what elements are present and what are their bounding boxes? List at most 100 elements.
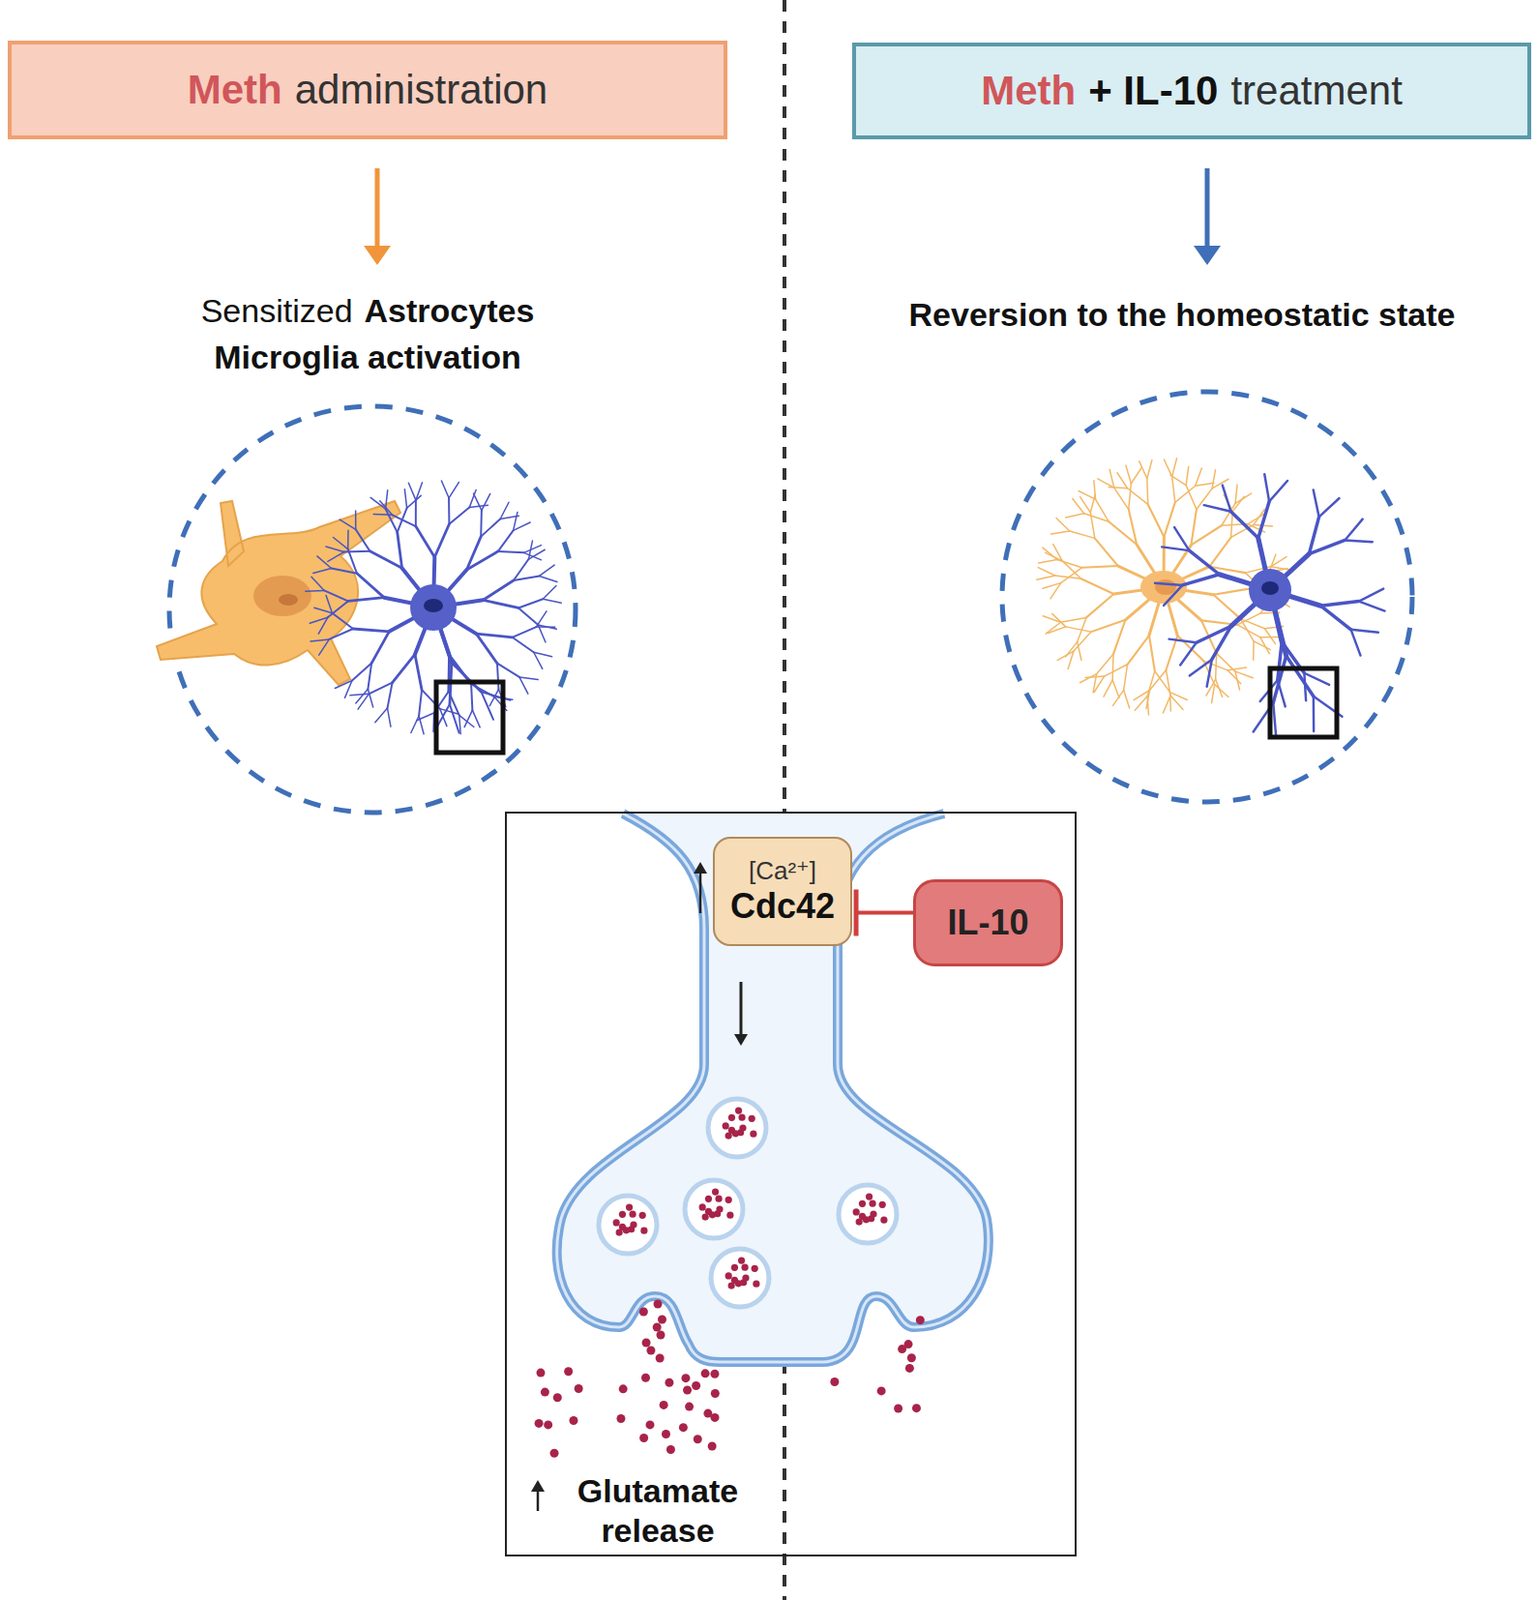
cell-process [355,688,369,704]
cell-process [497,663,499,690]
cell-process [538,564,555,576]
increase-arrow [699,869,703,914]
cell-process [1149,635,1155,672]
cell-process [1170,474,1186,486]
cell-process [473,493,482,511]
cell-process [1147,696,1149,715]
cell-process [1130,468,1142,484]
cell-process [440,709,459,714]
cell-process [1148,503,1165,537]
cell-process [1042,583,1062,590]
glutamate-dot [639,1433,649,1443]
cell-process [1056,517,1070,532]
glutamate-dot [616,1414,625,1423]
astrocyte-homeostatic [1036,458,1294,715]
cell-process [1185,466,1189,485]
glutamate-dot [749,1130,757,1138]
glutamate-dot [666,1445,676,1454]
cell-process [344,550,371,554]
cell-process [1113,620,1125,654]
cell-process [518,598,543,608]
cell-process [1237,624,1261,638]
glutamate-dot [568,1416,578,1425]
glutamate-dot [639,1212,647,1219]
cell-process [1147,460,1153,479]
vesicle [684,1180,743,1239]
cell-process [475,633,512,638]
signal-arrow-head [734,1034,748,1046]
node-text: [Ca²⁺] [748,856,817,887]
cell-process [1216,652,1236,672]
cell-process [448,481,459,498]
cell-process [1188,550,1219,575]
cell-process [1169,692,1172,711]
cell-process [1123,689,1130,708]
glutamate-dot [905,1363,915,1373]
glutamate-dot [731,1276,739,1284]
node-text: Meth [980,67,1076,115]
cell-process [448,507,470,525]
cell-process [498,530,514,552]
cell-process [519,677,529,694]
cell-process [518,607,538,625]
glutamate-dot [563,1366,573,1376]
cell-process [350,693,369,696]
cell-process [1163,585,1183,606]
cell-process [471,683,473,710]
cell-process [1252,641,1255,660]
cell-process [356,573,385,598]
signal-arrow [739,981,743,1038]
cell-process [1065,626,1092,632]
cell-process [331,613,354,629]
node-text: treatment [1230,67,1402,115]
signal-box: [Ca²⁺]Cdc42 [712,836,853,947]
flow-arrow-head [1193,245,1221,266]
glutamate-dot [858,1200,866,1208]
cell-process [357,693,369,710]
caption-line: Microglia activation [213,338,521,377]
glutamate-dot [893,1404,903,1414]
cell-process [397,532,403,568]
cell-process [1073,631,1092,651]
cell-process [1212,589,1249,595]
inhibition-line [856,911,914,916]
glutamate-dot [679,1422,688,1432]
cell-process [1065,513,1085,518]
inhibition-bar [854,889,859,937]
cell-process [1146,478,1149,505]
cell-process [1037,567,1056,576]
cell-process [519,677,538,681]
glutamate-dot [653,1300,663,1309]
cell-process [1069,531,1095,538]
cell-process [1172,476,1176,503]
cell-process [1253,641,1271,651]
cell-process [411,715,419,734]
glutamate-dot [701,1368,710,1378]
zoom-square [1270,668,1337,738]
glutamate-dot [708,1442,717,1451]
cell-process [1195,468,1203,486]
glutamate-dot [728,1114,736,1122]
glutamate-dot [693,1434,703,1444]
treatment-box: IL-10 [913,879,1064,967]
cell-process [334,680,353,688]
cell-process [1235,484,1238,503]
glutamate-dot [619,1384,628,1393]
zoom-square [436,681,503,753]
glutamate-dot [682,1386,692,1395]
cell-process [1230,511,1258,539]
text-wrap: Glutamate release [561,1471,755,1551]
cell-process [1128,483,1132,510]
cell-process [1078,491,1095,501]
cell-process [1163,459,1172,477]
cell-process [1096,653,1114,675]
cell-process [310,639,329,642]
cell-process [414,653,422,690]
cell-process [1196,625,1232,643]
glutamate-dot [680,1373,690,1383]
cell-process [1057,559,1083,567]
cell-process [1147,671,1155,697]
cell-process [1077,642,1082,661]
cell-process [1169,639,1197,644]
